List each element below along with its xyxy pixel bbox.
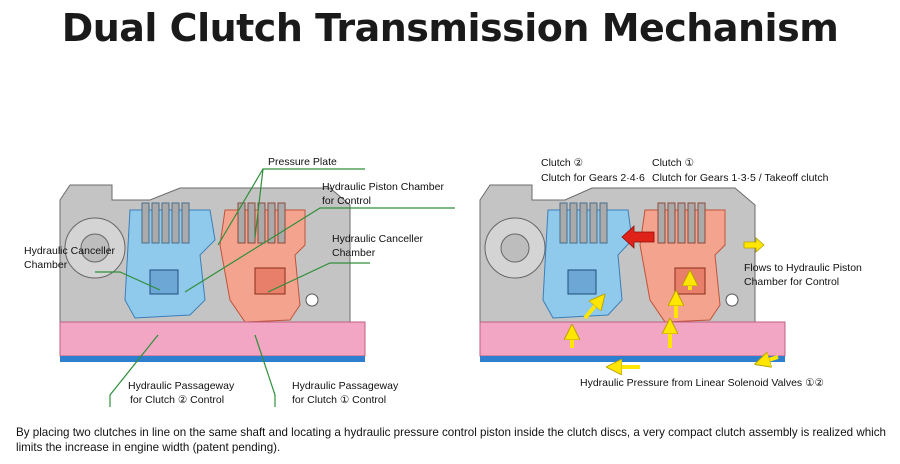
label-passage2-1: Hydraulic Passageway <box>128 380 235 392</box>
yellow-flow-arrows <box>572 278 779 367</box>
left-main-shaft <box>59 321 366 357</box>
right-spring-2 <box>567 269 597 295</box>
left-clutch1-discs <box>237 202 286 244</box>
label-pressure-plate: Pressure Plate <box>268 156 337 168</box>
label-flows-2: Chamber for Control <box>744 276 839 288</box>
label-passage2-2: for Clutch ② Control <box>130 394 224 406</box>
label-passage1-1: Hydraulic Passageway <box>292 380 399 392</box>
left-spring-2 <box>149 269 179 295</box>
red-push-arrow-icon <box>621 225 655 249</box>
flow-legend-arrow-icon <box>743 237 765 253</box>
label-canceller-left-2: Chamber <box>24 259 68 271</box>
label-canceller-right-2: Chamber <box>332 247 376 259</box>
label-clutch1: Clutch ① <box>652 157 695 169</box>
label-piston-chamber-2: for Control <box>322 195 371 207</box>
page-title: Dual Clutch Transmission Mechanism <box>61 6 839 50</box>
label-clutch2: Clutch ② <box>541 157 584 169</box>
right-clutch2-discs <box>559 202 608 244</box>
right-clutch1-discs <box>657 202 706 244</box>
left-leader-lines <box>95 168 455 407</box>
label-hydraulic-pressure: Hydraulic Pressure from Linear Solenoid … <box>580 377 824 389</box>
left-clutch2-discs <box>141 202 190 244</box>
label-clutch2-gears: Clutch for Gears 2·4·6 <box>541 172 645 184</box>
label-canceller-right-1: Hydraulic Canceller <box>332 233 424 245</box>
label-flows-1: Flows to Hydraulic Piston <box>744 262 862 274</box>
label-piston-chamber-1: Hydraulic Piston Chamber <box>322 181 444 193</box>
label-passage1-2: for Clutch ① Control <box>292 394 386 406</box>
caption: By placing two clutches in line on the s… <box>16 426 886 454</box>
left-clutch2-body <box>124 209 216 319</box>
right-main-shaft <box>479 321 786 357</box>
label-clutch1-gears: Clutch for Gears 1·3·5 / Takeoff clutch <box>652 172 829 184</box>
label-canceller-left-1: Hydraulic Canceller <box>24 245 116 257</box>
left-clutch-diagram: Pressure Plate Hydraulic Piston Chamber … <box>24 156 455 407</box>
left-spring-1 <box>254 267 286 295</box>
right-clutch-diagram: Clutch ② Clutch for Gears 2·4·6 Clutch ①… <box>479 157 862 389</box>
